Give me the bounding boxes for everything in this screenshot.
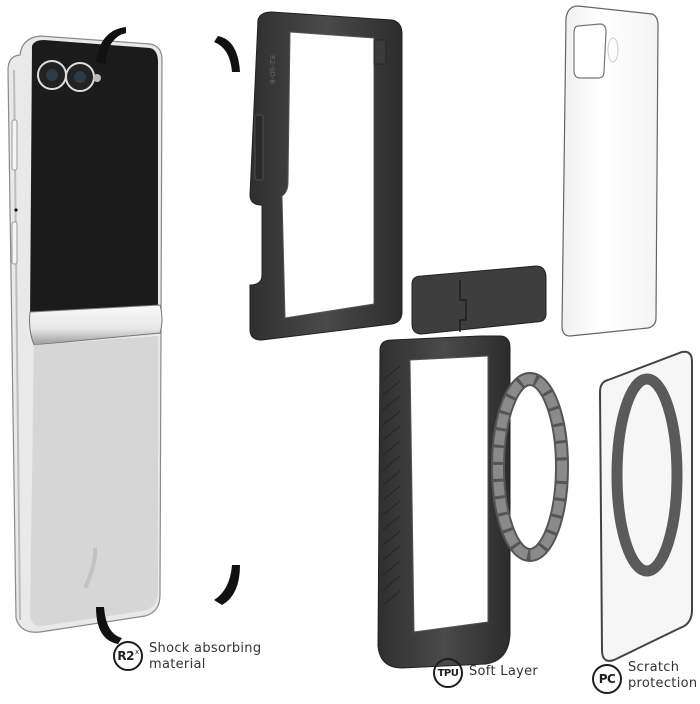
shock-absorbing-label: Shock absorbing material xyxy=(149,641,262,672)
tpu-badge-icon: TPU xyxy=(433,658,463,688)
magnetic-ring xyxy=(491,372,569,562)
svg-text:R2-SO-B: R2-SO-B xyxy=(268,55,276,84)
upper-tpu-frame: R2-SO-B xyxy=(249,11,403,341)
bumper-corner-pieces xyxy=(96,27,240,644)
phone xyxy=(7,35,163,633)
soft-layer-label: Soft Layer xyxy=(469,664,539,679)
scratch-protection-label: Scratch protection xyxy=(628,660,698,691)
upper-clear-back-plate xyxy=(561,5,659,337)
lower-tpu-frame xyxy=(377,265,547,669)
pc-badge-icon: PC xyxy=(592,664,622,694)
label-scratch-protection: PC Scratch protection xyxy=(592,660,697,694)
label-soft-layer: TPU Soft Layer xyxy=(433,658,538,688)
lower-clear-back-plate xyxy=(598,350,693,662)
